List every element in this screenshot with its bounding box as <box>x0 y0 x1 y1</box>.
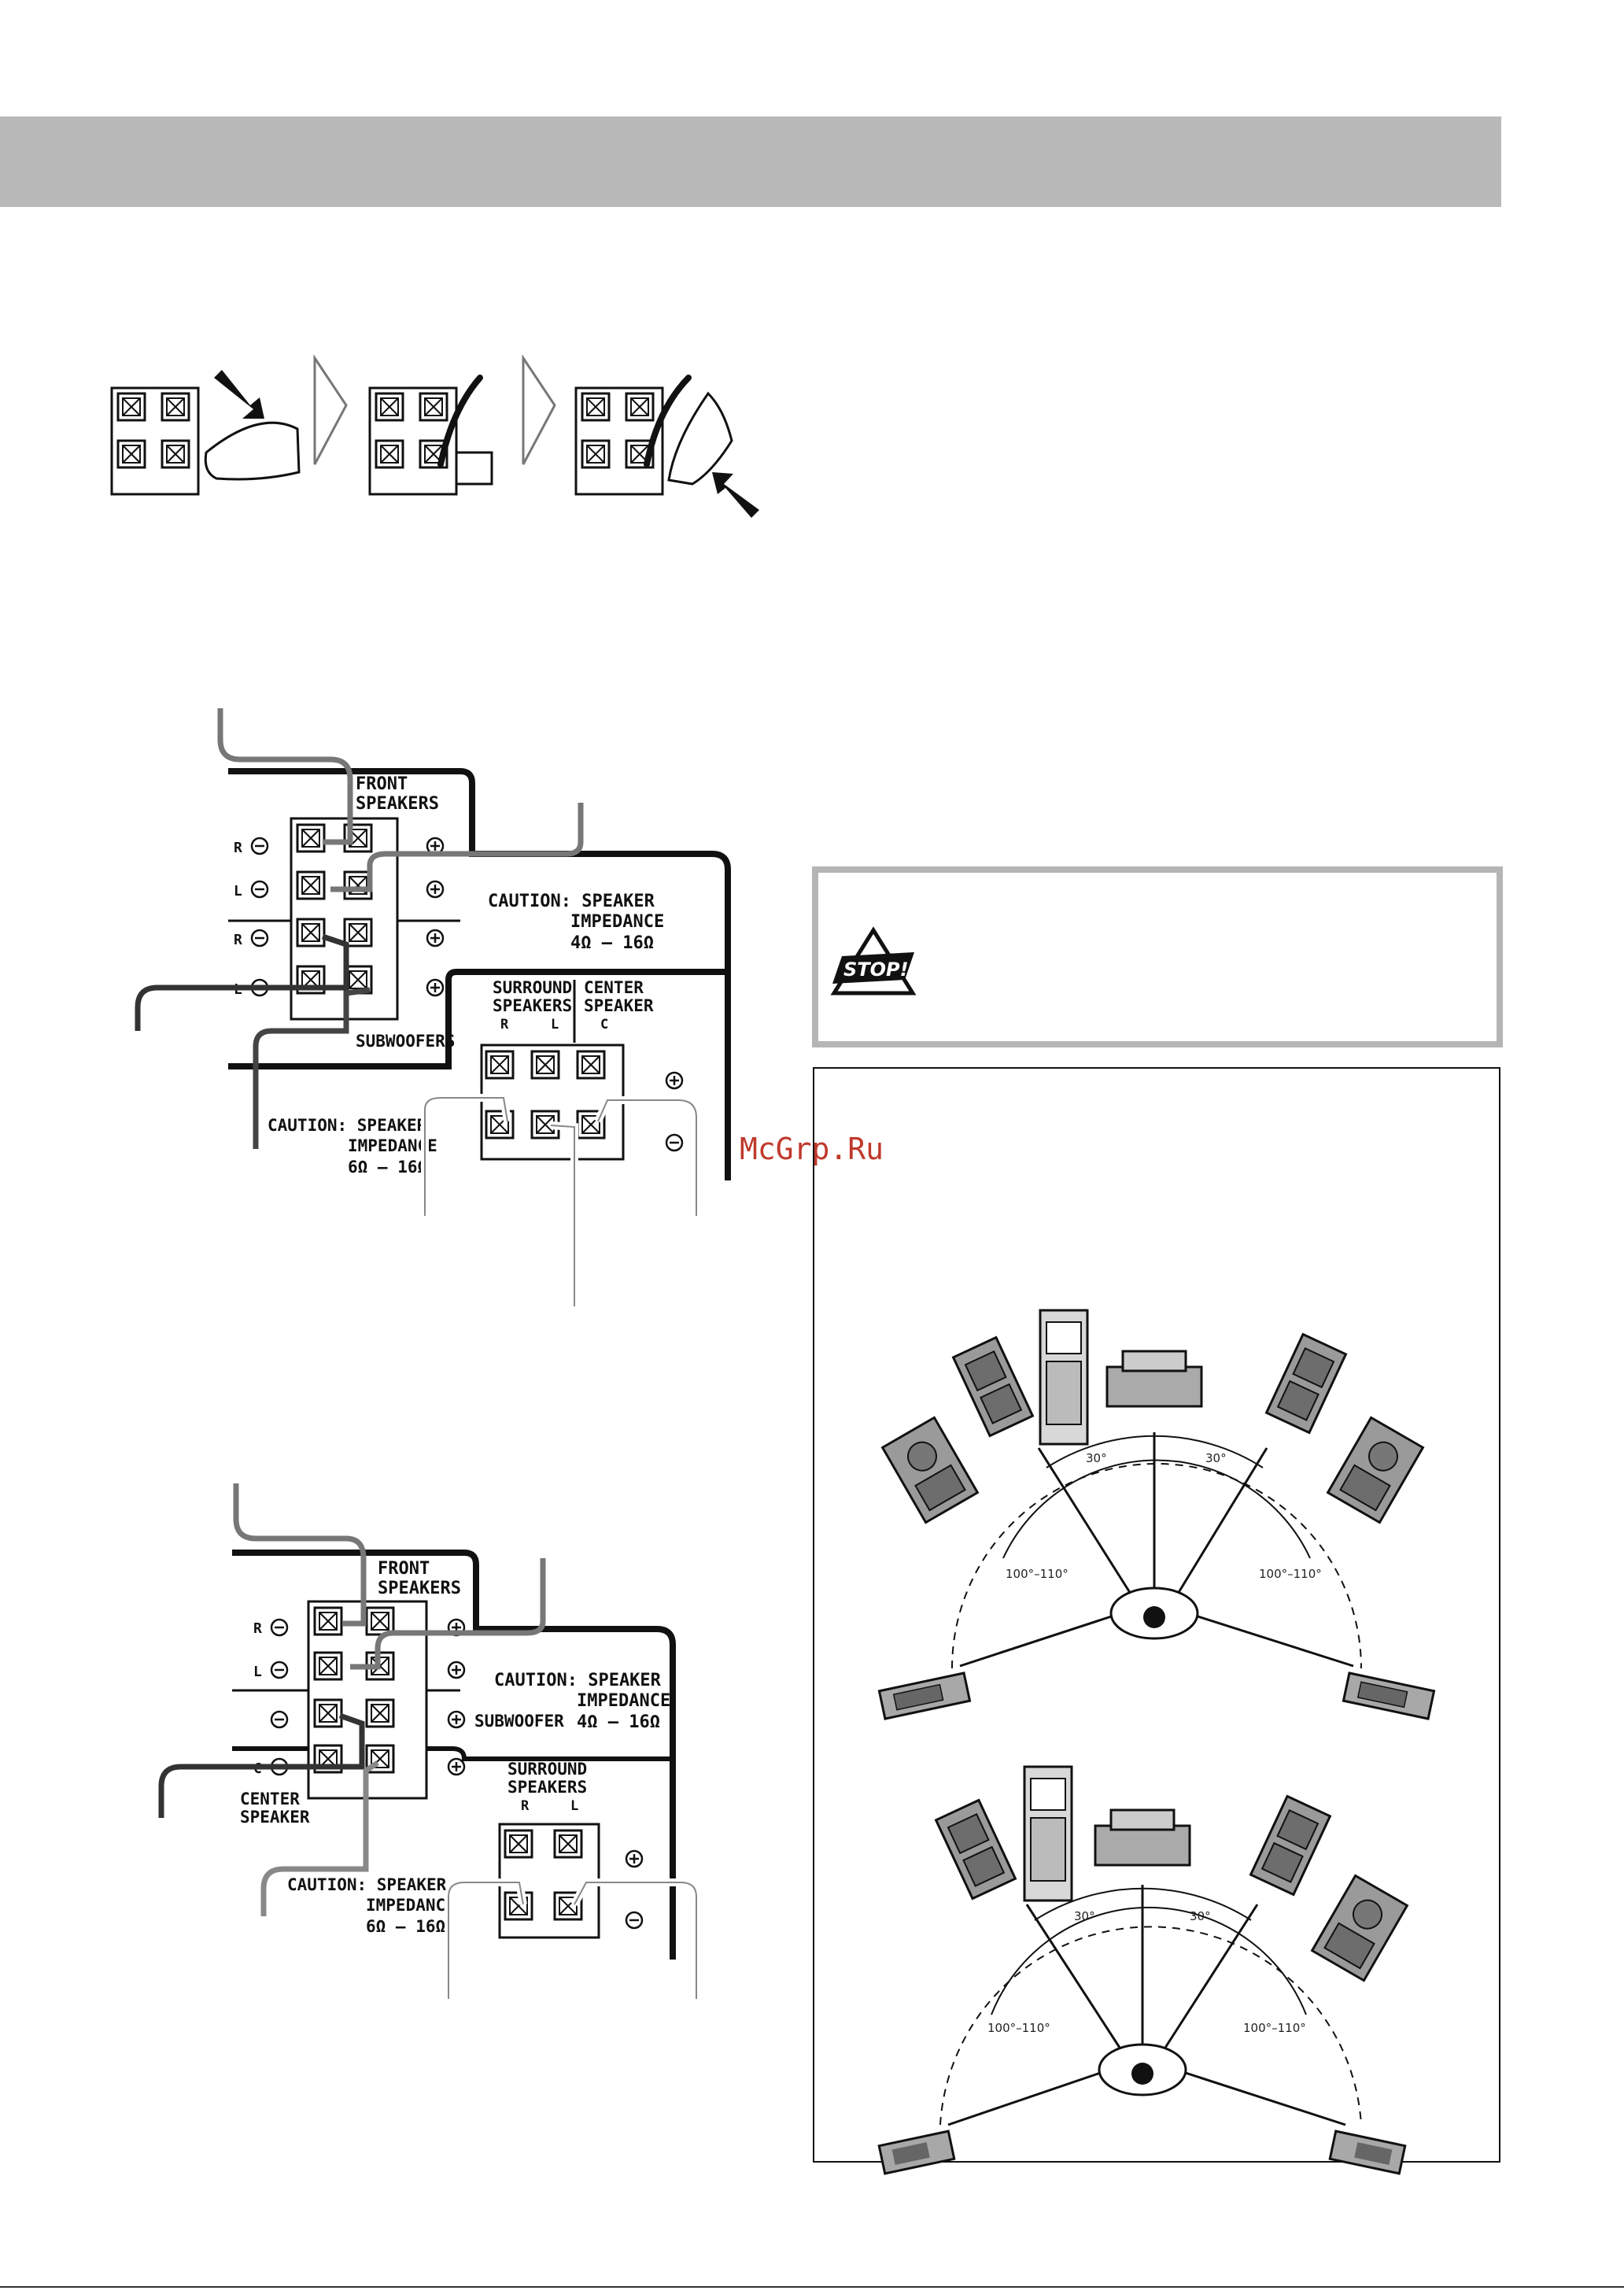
panel1-row-1-letter: R <box>234 840 242 856</box>
panel1-surround-r: R <box>500 1017 509 1032</box>
panel2-caution-left-1: CAUTION: SPEAKER <box>287 1875 447 1894</box>
step-2-insert-wire <box>368 375 493 496</box>
step-arrow-icon <box>522 354 556 465</box>
panel2-row-2-letter: L <box>253 1664 262 1680</box>
stop-badge: STOP! <box>843 959 909 981</box>
panel2-caution-right-2: IMPEDANCE <box>577 1691 670 1711</box>
panel1-center-label-2: SPEAKER <box>584 996 654 1015</box>
panel2-row-1-letter: R <box>253 1620 262 1637</box>
panel2-caution-left-2: IMPEDANC <box>366 1896 445 1915</box>
panel2-front-speakers-label-2: SPEAKERS <box>378 1579 461 1598</box>
terminal-connection-steps <box>110 354 759 518</box>
panel2-surround-l: L <box>570 1798 578 1814</box>
panel2-surround-label-2: SPEAKERS <box>507 1778 587 1797</box>
panel1-caution-left-1: CAUTION: SPEAKER <box>268 1116 427 1135</box>
caution-box: STOP! <box>812 866 1503 1047</box>
layout-top-angle-side-right: 100°–110° <box>1259 1567 1322 1581</box>
rear-panel-diagram-1: R L R L FRONT SPEAKERS CAUTION: SPEAKER … <box>135 708 731 1306</box>
panel2-surround-label-1: SURROUND <box>507 1760 587 1779</box>
watermark-text: McGrp.Ru <box>740 1132 884 1166</box>
panel1-center-label-1: CENTER <box>584 978 644 997</box>
panel2-caution-right-3: 4Ω – 16Ω <box>577 1712 660 1732</box>
panel2-caution-right-1: CAUTION: SPEAKER <box>494 1671 662 1690</box>
rear-panel-diagram-2: R L C FRONT SPEAKERS CAUTION: SPEAKER IM… <box>158 1483 700 1999</box>
panel1-row-2-letter: L <box>234 883 242 899</box>
layout-bottom-angle-side-right: 100°–110° <box>1243 2021 1306 2035</box>
release-arrow-icon <box>712 472 759 518</box>
panel1-row-3-letter: R <box>234 932 242 948</box>
panel1-surround-label-1: SURROUND <box>493 978 572 997</box>
panel2-center-label-1: CENTER <box>240 1790 300 1808</box>
press-arrow-icon <box>214 370 264 419</box>
step-1-press-lever <box>110 370 301 496</box>
panel1-surround-label-2: SPEAKERS <box>493 996 572 1015</box>
layout-bottom-angle-front-right: 30° <box>1190 1909 1211 1923</box>
panel1-front-speakers-label-2: SPEAKERS <box>356 794 439 814</box>
panel1-subwoofers-label: SUBWOOFERS <box>356 1032 455 1051</box>
layout-top-angle-side-left: 100°–110° <box>1006 1567 1069 1581</box>
panel1-caution-right-1: CAUTION: SPEAKER <box>488 892 655 911</box>
stop-warning-icon: STOP! <box>830 926 917 996</box>
panel1-caution-left-3: 6Ω – 16Ω <box>348 1158 427 1177</box>
step-3-release-lever <box>574 375 759 518</box>
panel1-front-speakers-label-1: FRONT <box>356 774 408 794</box>
layout-top-angle-front-right: 30° <box>1205 1451 1227 1465</box>
panel1-caution-right-2: IMPEDANCE <box>570 912 664 932</box>
panel2-subwoofer-label: SUBWOOFER <box>474 1712 564 1731</box>
panel2-surround-r: R <box>521 1798 530 1814</box>
panel2-front-speakers-label-1: FRONT <box>378 1559 430 1579</box>
layout-bottom-angle-side-left: 100°–110° <box>987 2021 1050 2035</box>
speaker-layout-top: 30° 30° 100°–110° 100°–110° <box>877 1309 1436 1720</box>
header-band <box>0 116 1501 207</box>
panel2-center-label-2: SPEAKER <box>240 1808 310 1827</box>
panel1-center-c: C <box>600 1017 608 1032</box>
layout-top-angle-front-left: 30° <box>1086 1451 1107 1465</box>
panel2-caution-left-3: 6Ω – 16Ω <box>366 1917 445 1936</box>
speaker-layout-bottom: 30° 30° 100°–110° 100°–110° <box>877 1765 1408 2175</box>
step-arrow-icon <box>313 354 348 465</box>
panel1-caution-right-3: 4Ω – 16Ω <box>570 933 654 953</box>
layout-bottom-angle-front-left: 30° <box>1074 1909 1095 1923</box>
panel1-surround-l: L <box>551 1017 559 1032</box>
